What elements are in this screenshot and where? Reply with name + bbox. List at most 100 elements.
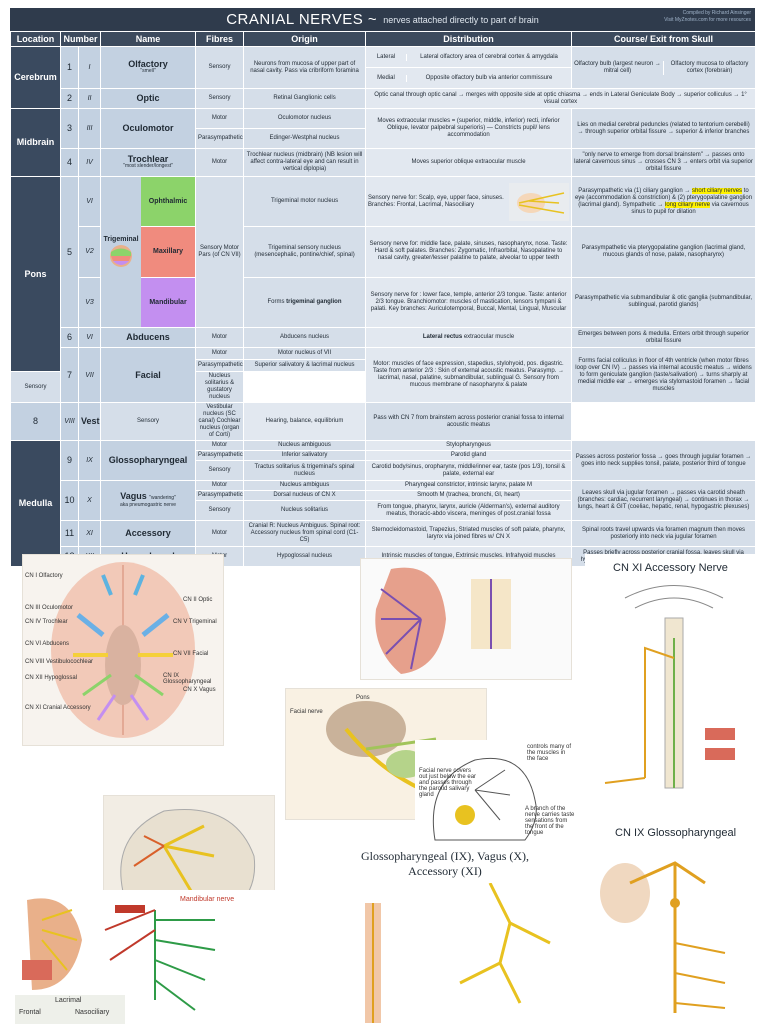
credit-line: Visit MyZnotes.com for more resources	[664, 17, 751, 23]
page-subtitle: nerves attached directly to part of brai…	[383, 14, 539, 25]
table-row: Parasympathetic Edinger-Westphal nucleus	[11, 128, 756, 149]
distribution-cell: Sensory nerve for: Scalp, eye, upper fac…	[365, 175, 573, 228]
dist-sub-label: Medial	[377, 74, 395, 81]
nerve-roman: V2	[77, 226, 102, 278]
nerve-origin: Abducens nucleus	[243, 327, 367, 348]
course-text: Parasympathetic via (1) ciliary ganglion…	[578, 187, 691, 194]
nerve-name: Accessory	[100, 520, 197, 547]
origin-bold: trigeminal ganglion	[286, 298, 342, 305]
table-row: 6 VI Abducens Motor Abducens nucleus Lat…	[11, 327, 757, 348]
course-text: to eye (accommodation & constriction) & …	[574, 187, 753, 208]
nerve-name: Olfactory"smell"	[100, 46, 197, 89]
table-row: Sensory Tractus solitarius & trigeminal'…	[11, 460, 756, 481]
course-text: via cavernous sinus to pupil for dilatio…	[631, 201, 749, 215]
nerve-origin: Oculomotor nucleus	[243, 108, 367, 129]
fibre-type: Sensory	[195, 500, 245, 521]
origin-text: Forms	[267, 298, 285, 305]
course-cell: Parasympathetic via (1) ciliary ganglion…	[571, 175, 757, 228]
nerve-distribution: Smooth M (trachea, bronchi, GI, heart)	[365, 490, 573, 501]
nerve-distribution: Pharyngeal constrictor, intrinsic larynx…	[365, 480, 573, 491]
lacrimal-label: Lacrimal	[55, 997, 82, 1004]
branch-maxillary: Maxillary	[141, 226, 195, 277]
brain-label: CN III Oculomotor	[25, 605, 74, 611]
nerve-origin: Nucleus ambiguus	[243, 480, 367, 491]
orbit-illustration	[509, 182, 570, 221]
nerve-origin: Edinger-Westphal nucleus	[243, 128, 367, 149]
maxillary-face-illustration	[12, 880, 97, 1000]
frontal-label: Frontal	[19, 1009, 41, 1016]
nerve-roman: II	[77, 88, 102, 109]
nerve-origin: Superior salivatory & lacrimal nucleus	[243, 359, 367, 372]
brain-label: CN XI Cranial Accessory	[25, 705, 91, 711]
table-row: Cerebrum 1 I Olfactory"smell" Sensory Ne…	[10, 46, 757, 109]
nerve-distribution: extraocular muscle	[463, 334, 515, 340]
facial-nerve-label: Facial nerve	[290, 709, 323, 715]
nerve-roman: IV	[77, 148, 102, 177]
nerve-origin: Forms trigeminal ganglion	[243, 276, 367, 329]
highlight-long-ciliary: long ciliary nerve	[665, 201, 711, 208]
nerve-distribution: From tongue, pharynx, larynx, auricle (A…	[365, 500, 573, 521]
fibre-type: Motor	[195, 347, 245, 360]
nerve-origin: Dorsal nucleus of CN X	[243, 490, 367, 501]
page-title: CRANIAL NERVES ~	[226, 11, 378, 28]
nerve-distribution: Carotid body/sinus, oropharynx, middle/i…	[365, 460, 573, 481]
header-number: Number	[59, 31, 102, 47]
nerve-aka: aka pneumogastric nerve	[119, 501, 177, 508]
credits: Compiled by Richard Ainsinger Visit MyZn…	[664, 10, 751, 24]
fibre-type: Sensory	[195, 46, 245, 89]
nerve-roman: VI	[77, 175, 102, 228]
fibre-type: Motor	[195, 108, 245, 129]
face-dermatome-icon	[110, 244, 133, 267]
nerve-name: Vagus "wandering"aka pneumogastric nerve	[100, 480, 197, 521]
glossopharyngeal-illustration: CN IX Glossopharyngeal	[585, 825, 763, 1024]
head-profile-illustration: Facial nerve covers out just below the e…	[415, 740, 575, 850]
header-distribution: Distribution	[365, 31, 573, 47]
cranial-nerves-table: Location Number Name Fibres Origin Distr…	[10, 31, 757, 567]
nerve-name: Glossopharyngeal	[100, 440, 197, 481]
nerve-origin: Trochlear nucleus (midbrain) (NB lesion …	[243, 148, 367, 177]
nerve-name-text: Trochlear	[127, 153, 169, 164]
facial-note: Facial nerve covers out just below the e…	[419, 768, 477, 798]
nerve-name: Optic	[100, 88, 197, 109]
table-row: Parasympathetic Inferior salivatory Paro…	[11, 450, 756, 461]
nerve-course: Parasympathetic via submandibular & otic…	[571, 276, 757, 329]
table-row: V3 Forms trigeminal ganglion Sensory ner…	[11, 276, 757, 329]
gva-title: Glossopharyngeal (IX), Vagus (X), Access…	[360, 849, 530, 878]
fibre-type: Sensory	[195, 88, 245, 109]
brain-label: CN XII Hypoglossal	[25, 675, 78, 681]
nerve-roman: VI	[77, 327, 102, 348]
nerve-distribution: Motor: muscles of face expression, stape…	[365, 347, 573, 403]
nerve-origin: Nucleus solitarius	[243, 500, 367, 521]
accessory-nerve-illustration: CN XI Accessory Nerve	[585, 554, 763, 804]
branch-mandibular: Mandibular	[141, 276, 195, 327]
brain-label: CN VII Facial	[173, 651, 209, 657]
fibre-type: Motor	[195, 327, 245, 348]
accessory-title: CN XI Accessory Nerve	[613, 562, 728, 574]
table-row: Midbrain 3 III Oculomotor Motor Oculomot…	[10, 108, 757, 177]
table-row: 8 VIII Vestibulocochlear Sensory Vestibu…	[10, 402, 756, 441]
branch-ophthalmic: Ophthalmic	[141, 177, 195, 227]
fibre-type: Sensory	[195, 460, 245, 481]
brain-label: CN I Olfactory	[25, 573, 63, 579]
table-row: 11 XI Accessory Motor Cranial R: Nucleus…	[11, 520, 757, 547]
nerve-origin: Hypoglossal nucleus	[243, 546, 367, 567]
nerve-roman: V3	[77, 276, 102, 329]
nerve-roman: VII	[77, 347, 102, 403]
head-profile-drawing	[432, 757, 537, 841]
glosso-title: CN IX Glossopharyngeal	[615, 827, 737, 839]
nerve-course: Spinal roots travel upwards via foramen …	[571, 520, 757, 547]
nerve-course: Passes across posterior fossa → goes thr…	[571, 440, 757, 481]
nerve-number: 5	[60, 176, 79, 328]
table-row: 4 IV Trochlear"most slender/longest" Mot…	[11, 148, 757, 177]
nerve-roman: III	[77, 108, 102, 149]
header-origin: Origin	[243, 31, 367, 47]
table-header: Location Number Name Fibres Origin Distr…	[10, 31, 757, 47]
nerve-name-text: Olfactory	[128, 58, 168, 69]
nerve-distribution: Moves extraocular muscles = (superior, m…	[365, 108, 573, 149]
table-row: 2 II Optic Sensory Retinal Ganglionic ce…	[11, 88, 757, 109]
fibre-type: Sensory	[100, 402, 197, 441]
dist-sub-label: Lateral	[376, 53, 396, 60]
location-midbrain: Midbrain	[10, 108, 61, 177]
